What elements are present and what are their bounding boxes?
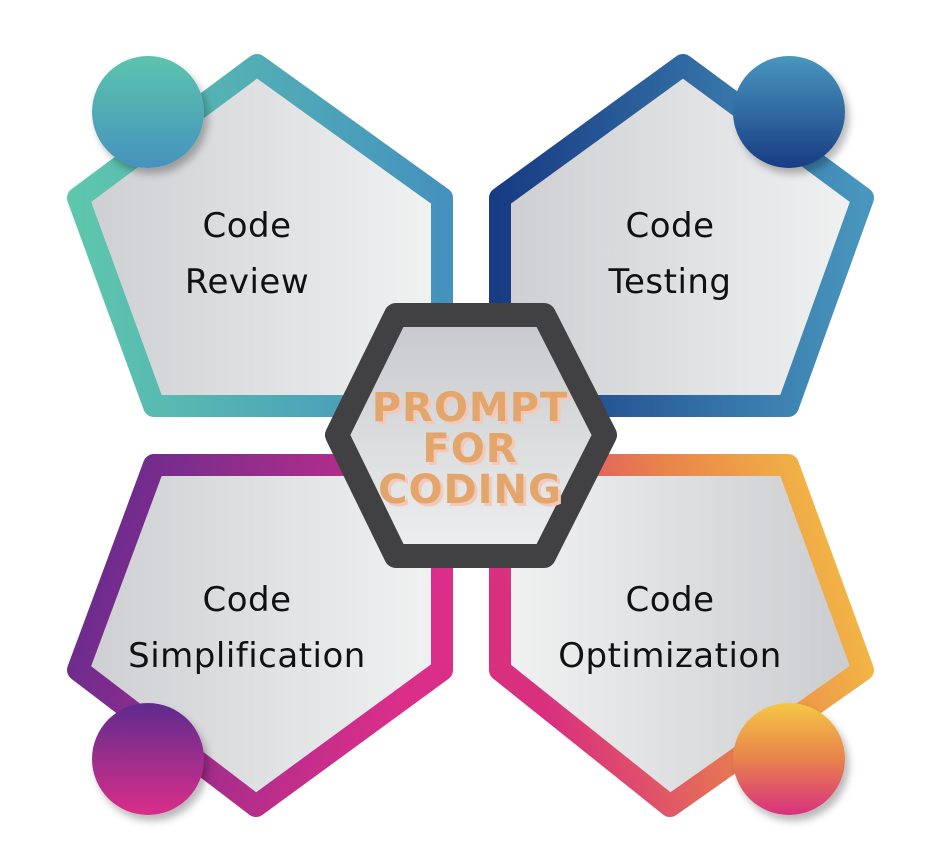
label-line: Code bbox=[202, 580, 292, 620]
center-title-line: CODING bbox=[378, 467, 562, 513]
label-line: Code bbox=[625, 580, 715, 620]
circle-icon-bottom-left bbox=[92, 703, 204, 815]
segment-label-code-testing: Code Testing bbox=[570, 198, 770, 310]
label-line: Simplification bbox=[128, 636, 366, 676]
circle-icon-bottom-right bbox=[733, 703, 845, 815]
segment-label-code-review: Code Review bbox=[147, 198, 347, 310]
segment-label-code-optimization: Code Optimization bbox=[520, 572, 820, 684]
center-title: PROMPT FOR CODING bbox=[355, 388, 585, 511]
label-line: Review bbox=[184, 262, 310, 302]
center-hexagon bbox=[325, 303, 617, 568]
label-line: Optimization bbox=[558, 636, 782, 676]
center-title-line: PROMPT bbox=[371, 385, 569, 431]
segment-label-code-simplification: Code Simplification bbox=[97, 572, 397, 684]
label-line: Testing bbox=[608, 262, 732, 302]
center-title-line: FOR bbox=[422, 426, 518, 472]
label-line: Code bbox=[625, 206, 715, 246]
circle-icon-top-right bbox=[733, 56, 845, 168]
circle-icon-top-left bbox=[92, 56, 204, 168]
label-line: Code bbox=[202, 206, 292, 246]
